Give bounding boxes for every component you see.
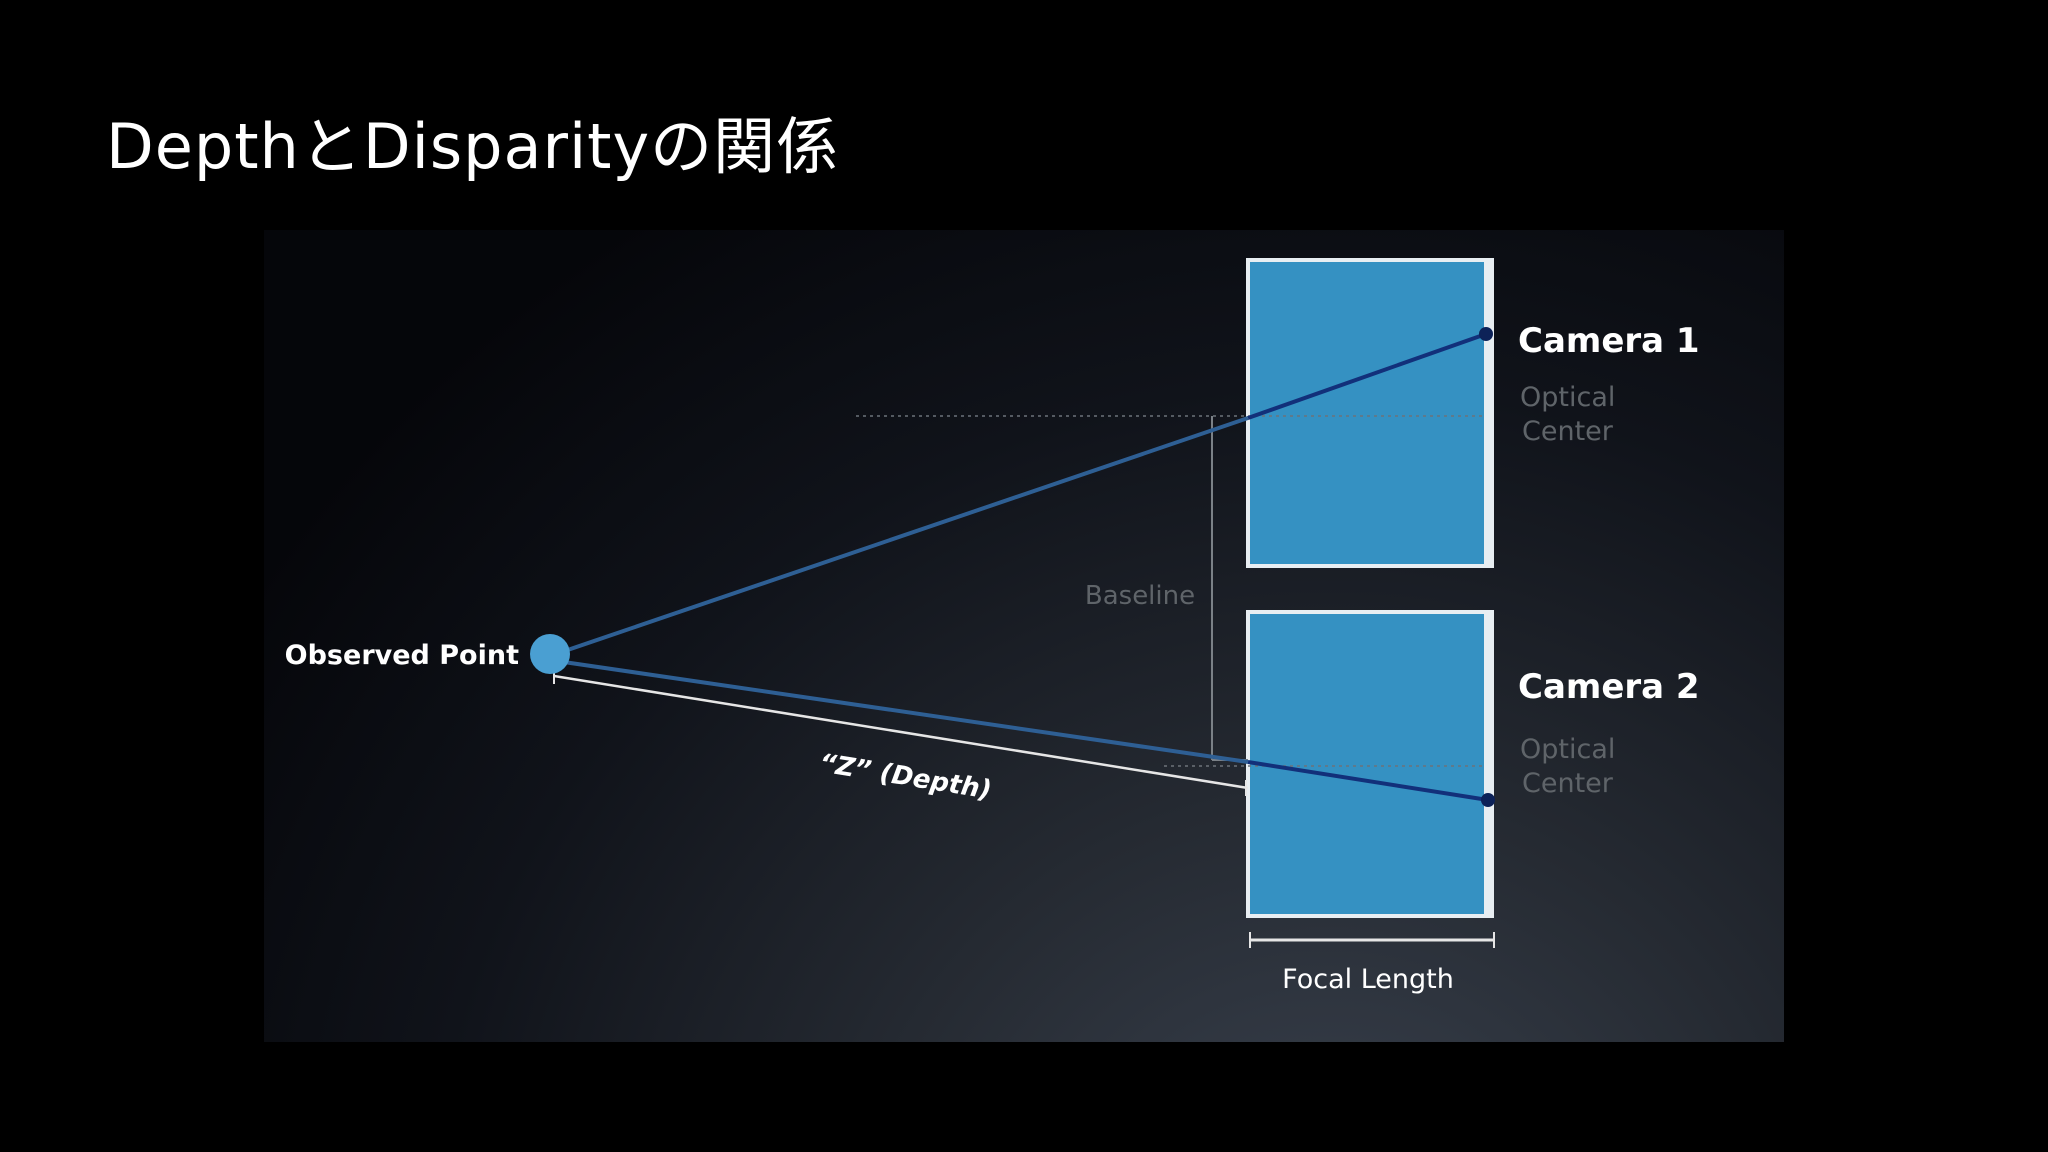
ray-to-camera-1-outer bbox=[549, 416, 1249, 658]
camera-1-optical-center-dot bbox=[1479, 327, 1493, 341]
camera-1-label: Camera 1 bbox=[1518, 321, 1700, 361]
diagram-panel: Observed Point “Z” (Depth) Baseline Foca… bbox=[264, 230, 1784, 1042]
camera-1-body bbox=[1246, 258, 1494, 568]
camera-2-optical-center-dot bbox=[1481, 793, 1495, 807]
depth-label: “Z” (Depth) bbox=[817, 748, 993, 805]
camera-2-body bbox=[1246, 610, 1494, 918]
camera-1 bbox=[1246, 258, 1494, 568]
focal-length-label: Focal Length bbox=[1282, 964, 1454, 995]
camera-2-optical-center-label-line2: Center bbox=[1522, 768, 1614, 799]
stereo-depth-diagram: Observed Point “Z” (Depth) Baseline Foca… bbox=[285, 258, 1700, 995]
camera-1-edge bbox=[1484, 260, 1492, 566]
camera-2-edge bbox=[1484, 612, 1492, 916]
depth-line bbox=[553, 674, 1249, 790]
slide-title: DepthとDisparityの関係 bbox=[106, 110, 840, 183]
camera-2-label: Camera 2 bbox=[1518, 667, 1700, 707]
observed-point-label: Observed Point bbox=[285, 640, 519, 671]
camera-2 bbox=[1246, 610, 1494, 918]
baseline-label: Baseline bbox=[1085, 581, 1195, 611]
ray-to-camera-2-outer bbox=[549, 658, 1249, 764]
camera-1-optical-center-label-line2: Center bbox=[1522, 416, 1614, 447]
ray-to-camera-1-inner bbox=[1247, 332, 1487, 420]
observed-point-dot bbox=[530, 634, 570, 674]
ray-to-camera-2-inner bbox=[1247, 760, 1489, 802]
camera-1-optical-center-label-line1: Optical bbox=[1520, 382, 1615, 413]
camera-2-optical-center-label-line1: Optical bbox=[1520, 734, 1615, 765]
